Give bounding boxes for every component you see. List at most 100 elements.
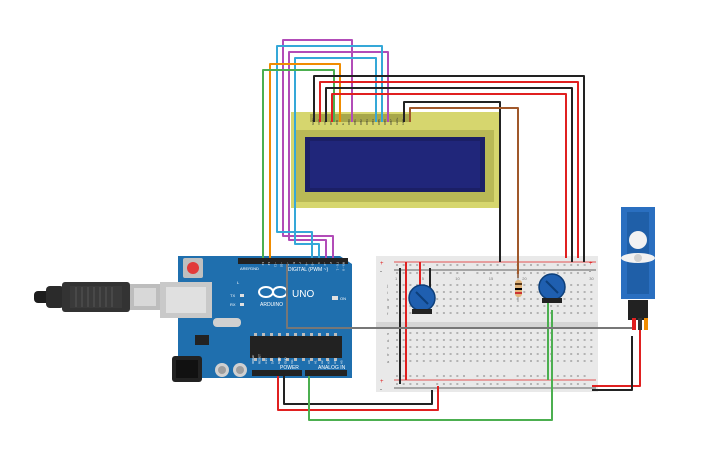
breadboard-hole[interactable] bbox=[563, 339, 566, 341]
breadboard-hole[interactable] bbox=[449, 298, 452, 300]
breadboard-hole[interactable] bbox=[416, 375, 419, 377]
breadboard-hole[interactable] bbox=[496, 284, 499, 286]
breadboard-hole[interactable] bbox=[523, 383, 526, 385]
breadboard-hole[interactable] bbox=[442, 284, 445, 286]
breadboard-hole[interactable] bbox=[442, 353, 445, 355]
breadboard-hole[interactable] bbox=[402, 332, 405, 334]
breadboard-hole[interactable] bbox=[456, 375, 459, 377]
breadboard-hole[interactable] bbox=[402, 312, 405, 314]
breadboard-hole[interactable] bbox=[496, 298, 499, 300]
breadboard-hole[interactable] bbox=[496, 383, 499, 385]
breadboard-hole[interactable] bbox=[409, 360, 412, 362]
breadboard-hole[interactable] bbox=[570, 312, 573, 314]
breadboard-hole[interactable] bbox=[530, 375, 532, 377]
breadboard-hole[interactable] bbox=[402, 272, 405, 274]
breadboard-hole[interactable] bbox=[523, 264, 526, 266]
breadboard-hole[interactable] bbox=[503, 353, 506, 355]
breadboard-hole[interactable] bbox=[563, 375, 566, 377]
breadboard-hole[interactable] bbox=[483, 383, 486, 385]
breadboard-hole[interactable] bbox=[422, 339, 425, 341]
breadboard-hole[interactable] bbox=[396, 353, 398, 355]
breadboard-hole[interactable] bbox=[536, 332, 539, 334]
breadboard-hole[interactable] bbox=[583, 298, 586, 300]
arduino-uno-board[interactable]: UNO ARDUINO DIGITAL (PWM ~) POWER ANALOG… bbox=[160, 256, 352, 382]
breadboard-hole[interactable] bbox=[556, 360, 559, 362]
breadboard-hole[interactable] bbox=[583, 312, 586, 314]
breadboard-hole[interactable] bbox=[516, 360, 519, 362]
breadboard-hole[interactable] bbox=[469, 346, 472, 348]
breadboard-hole[interactable] bbox=[503, 375, 506, 377]
breadboard-hole[interactable] bbox=[416, 264, 419, 266]
breadboard-hole[interactable] bbox=[496, 291, 499, 293]
breadboard-hole[interactable] bbox=[483, 291, 486, 293]
potentiometer-icon[interactable] bbox=[408, 284, 436, 314]
breadboard-hole[interactable] bbox=[416, 383, 419, 385]
breadboard-hole[interactable] bbox=[409, 332, 412, 334]
breadboard-hole[interactable] bbox=[396, 332, 398, 334]
breadboard-hole[interactable] bbox=[456, 360, 459, 362]
breadboard-hole[interactable] bbox=[516, 346, 519, 348]
breadboard-hole[interactable] bbox=[402, 346, 405, 348]
breadboard-hole[interactable] bbox=[436, 298, 439, 300]
breadboard-hole[interactable] bbox=[576, 339, 579, 341]
breadboard-hole[interactable] bbox=[536, 305, 539, 307]
breadboard-hole[interactable] bbox=[556, 312, 559, 314]
breadboard-hole[interactable] bbox=[476, 272, 479, 274]
breadboard-hole[interactable] bbox=[469, 291, 472, 293]
breadboard-hole[interactable] bbox=[396, 291, 398, 293]
breadboard-hole[interactable] bbox=[449, 383, 452, 385]
breadboard-hole[interactable] bbox=[409, 284, 412, 286]
breadboard-hole[interactable] bbox=[530, 291, 532, 293]
breadboard-hole[interactable] bbox=[416, 339, 419, 341]
breadboard-hole[interactable] bbox=[463, 360, 465, 362]
breadboard-hole[interactable] bbox=[503, 346, 506, 348]
breadboard-hole[interactable] bbox=[523, 272, 526, 274]
breadboard-hole[interactable] bbox=[476, 291, 479, 293]
breadboard-hole[interactable] bbox=[516, 383, 519, 385]
breadboard-hole[interactable] bbox=[463, 284, 465, 286]
breadboard-hole[interactable] bbox=[436, 353, 439, 355]
breadboard-hole[interactable] bbox=[523, 375, 526, 377]
breadboard-hole[interactable] bbox=[496, 360, 499, 362]
breadboard-hole[interactable] bbox=[422, 272, 425, 274]
breadboard-hole[interactable] bbox=[563, 298, 566, 300]
breadboard-hole[interactable] bbox=[536, 291, 539, 293]
breadboard-hole[interactable] bbox=[476, 339, 479, 341]
breadboard-hole[interactable] bbox=[396, 272, 398, 274]
breadboard-hole[interactable] bbox=[442, 291, 445, 293]
breadboard-hole[interactable] bbox=[456, 298, 459, 300]
breadboard-hole[interactable] bbox=[483, 272, 486, 274]
breadboard-hole[interactable] bbox=[489, 305, 492, 307]
breadboard-hole[interactable] bbox=[422, 360, 425, 362]
breadboard-hole[interactable] bbox=[583, 291, 586, 293]
breadboard-hole[interactable] bbox=[463, 353, 465, 355]
breadboard-hole[interactable] bbox=[530, 353, 532, 355]
breadboard-hole[interactable] bbox=[436, 305, 439, 307]
breadboard-hole[interactable] bbox=[503, 332, 506, 334]
breadboard-hole[interactable] bbox=[396, 375, 398, 377]
breadboard-hole[interactable] bbox=[449, 360, 452, 362]
breadboard-hole[interactable] bbox=[590, 312, 593, 314]
breadboard-hole[interactable] bbox=[483, 298, 486, 300]
breadboard-hole[interactable] bbox=[402, 353, 405, 355]
breadboard-hole[interactable] bbox=[416, 346, 419, 348]
breadboard-hole[interactable] bbox=[469, 284, 472, 286]
breadboard-hole[interactable] bbox=[483, 332, 486, 334]
breadboard-hole[interactable] bbox=[396, 284, 398, 286]
breadboard-hole[interactable] bbox=[509, 360, 512, 362]
breadboard-hole[interactable] bbox=[536, 312, 539, 314]
breadboard-hole[interactable] bbox=[476, 346, 479, 348]
breadboard-hole[interactable] bbox=[396, 305, 398, 307]
breadboard-hole[interactable] bbox=[563, 353, 566, 355]
breadboard-hole[interactable] bbox=[590, 298, 593, 300]
breadboard-hole[interactable] bbox=[476, 284, 479, 286]
breadboard-hole[interactable] bbox=[536, 284, 539, 286]
breadboard-hole[interactable] bbox=[583, 332, 586, 334]
breadboard-hole[interactable] bbox=[570, 360, 573, 362]
breadboard-hole[interactable] bbox=[469, 305, 472, 307]
breadboard-hole[interactable] bbox=[503, 360, 506, 362]
breadboard-hole[interactable] bbox=[476, 305, 479, 307]
breadboard-hole[interactable] bbox=[556, 383, 559, 385]
breadboard-hole[interactable] bbox=[436, 291, 439, 293]
